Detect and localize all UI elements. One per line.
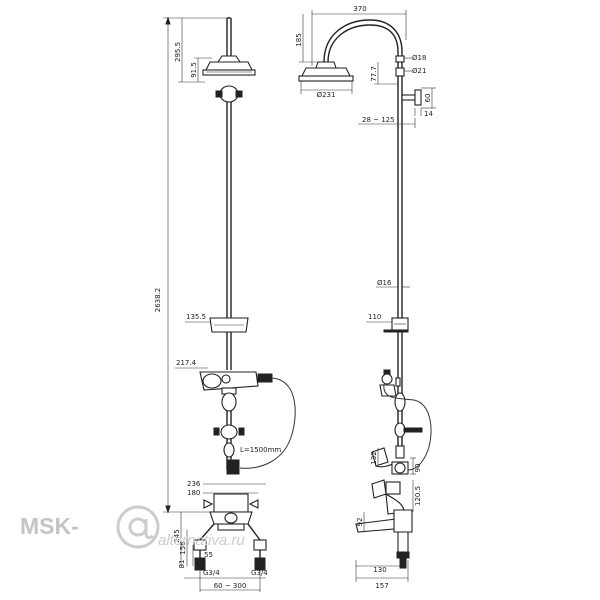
holder-depth-label: 110	[368, 313, 381, 321]
bracket-height-label: 60	[424, 94, 432, 103]
bracket-depth-label: 14	[424, 110, 433, 118]
side-mixer-dims: 132 90 120.5 92 130 157	[355, 448, 422, 590]
spout-height-label: 92	[356, 518, 364, 527]
inlet-thread-left-label: G3/4	[203, 569, 220, 577]
overall-height-label: 2638.2	[154, 288, 162, 313]
mixer-width-label: 236	[187, 480, 201, 488]
diverter-height-label: 217.4	[176, 359, 197, 367]
head-drop-dimension: 295.5 91.5	[174, 18, 212, 83]
inlet-thread-right-label: G3/4	[251, 569, 268, 577]
pipe-diameter-label: Ø21	[412, 67, 426, 75]
side-view: 370 185 Ø231	[295, 5, 436, 590]
arm-height-label: 185	[295, 33, 303, 46]
side-riser-diameter: Ø16	[376, 279, 410, 288]
side-mixer	[355, 447, 413, 569]
overall-depth-label: 157	[375, 582, 388, 590]
watermark-site: alternativa.ru	[158, 532, 245, 549]
side-hose	[383, 383, 432, 471]
front-handset-holder: 135.5	[185, 313, 249, 333]
spout-width-label: 180	[187, 489, 200, 497]
front-mid-fittings	[213, 392, 245, 475]
inlet-height-label: 156	[179, 541, 187, 555]
front-shower-head	[202, 55, 256, 76]
head-diameter-label: Ø231	[317, 91, 336, 99]
arm-reach-label: 370	[353, 5, 366, 13]
side-gooseneck-arm	[323, 19, 403, 63]
holder-height-label: 135.5	[186, 313, 206, 321]
side-handset-holder: 110	[366, 313, 409, 333]
inlet-spacing-label: 60 ~ 300	[214, 582, 247, 590]
watermark: MSK- alternativa.ru	[20, 505, 245, 549]
pipe-top-diameter-label: Ø18	[412, 54, 426, 62]
hose-length-label: L=1500mm	[240, 446, 281, 454]
bracket-range-label: 28 ~ 125	[362, 116, 395, 124]
side-pipe-dims: Ø18 Ø21 77.7	[370, 54, 426, 85]
at-sign-icon	[116, 505, 160, 549]
inlet-base-label: 81	[178, 560, 186, 569]
inlet-gap-label: 55	[204, 551, 213, 559]
arm-reach-dimension: 370 185	[295, 5, 407, 66]
front-hose	[239, 377, 296, 469]
lever-height-label: 132	[370, 451, 378, 464]
head-offset-label: 77.7	[370, 66, 378, 82]
watermark-brand: MSK-	[20, 513, 79, 539]
side-shower-head: Ø231	[298, 61, 354, 99]
overall-height-dimension: 2638.2	[154, 16, 230, 514]
front-handset: 217.4	[175, 359, 273, 395]
front-top-bracket	[215, 85, 243, 103]
front-mixer: 236 180	[187, 480, 267, 571]
riser-diameter-label: Ø16	[377, 279, 392, 287]
diverter-offset-label: 90	[414, 464, 422, 473]
head-drop-label: 295.5	[174, 42, 182, 62]
head-height-label: 91.5	[190, 62, 198, 78]
spout-projection-label: 130	[373, 566, 386, 574]
side-handset	[379, 369, 423, 459]
body-height-label: 120.5	[414, 486, 422, 506]
front-mixer-dims: 245 156 55 81 G3/4 G3/4 60 ~ 300	[173, 512, 268, 592]
mixer-height-label: 245	[173, 529, 181, 542]
side-wall-bracket: 60 14 28 ~ 125	[358, 87, 436, 128]
front-view: 2638.2 295.5 91.5	[154, 16, 296, 592]
